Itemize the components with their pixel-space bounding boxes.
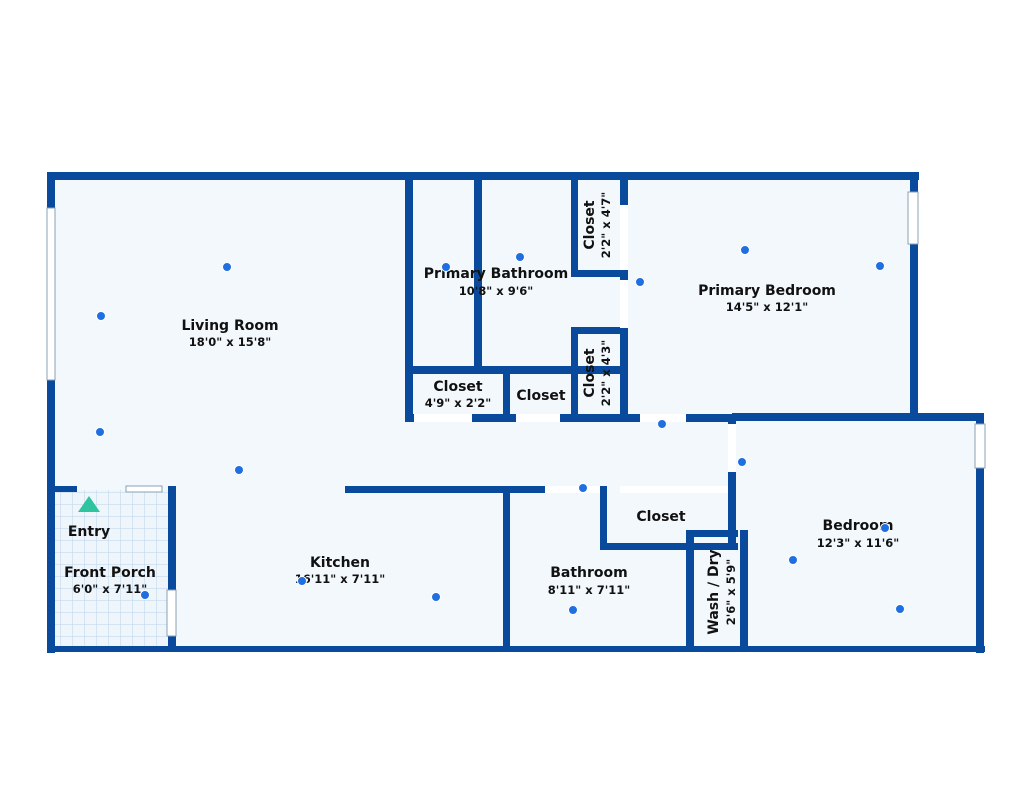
openings [46,191,986,637]
camera-dot[interactable] [234,465,244,475]
porch-tile-floor [52,490,172,650]
room-name: Closet [582,348,598,398]
room-dims: 10'8" x 9'6" [459,284,533,298]
camera-markers[interactable] [95,245,905,615]
room-dims: 18'0" x 15'8" [189,335,271,349]
room-name: Closet [433,379,483,395]
room-name: Entry [68,524,110,540]
camera-dot[interactable] [441,262,451,272]
camera-dot[interactable] [140,590,150,600]
camera-dot[interactable] [568,605,578,615]
camera-dot[interactable] [96,311,106,321]
camera-dot[interactable] [515,252,525,262]
room-name: Closet [636,509,686,525]
room-dims: 14'5" x 12'1" [726,300,808,314]
camera-dot[interactable] [657,419,667,429]
floor-areas [52,178,980,650]
room-name: Bedroom [823,518,894,534]
room-dims: 2'2" x 4'3" [599,340,613,406]
room-dims: 12'3" x 11'6" [817,536,899,550]
room-dims: 6'0" x 7'11" [73,582,147,596]
camera-dot[interactable] [431,592,441,602]
room-name: Primary Bedroom [698,283,836,299]
room-name: Closet [516,388,566,404]
entry-triangle-icon [78,496,100,512]
room-dims: 8'11" x 7'11" [548,583,630,597]
room-name: Primary Bathroom [424,266,568,282]
room-dims: 4'9" x 2'2" [425,396,491,410]
camera-dot[interactable] [95,427,105,437]
camera-dot[interactable] [737,457,747,467]
camera-dot[interactable] [788,555,798,565]
room-dims: 2'6" x 5'9" [724,559,738,625]
room-dims: 16'11" x 7'11" [295,572,385,586]
room-name: Closet [582,200,598,250]
room-name: Bathroom [550,565,628,581]
room-dims: 2'2" x 4'7" [599,192,613,258]
room-labels: Living Room 18'0" x 15'8" Primary Bathro… [64,192,899,635]
room-name: Wash / Dry [706,549,722,634]
camera-dot[interactable] [635,277,645,287]
camera-dot[interactable] [875,261,885,271]
camera-dot[interactable] [895,604,905,614]
camera-dot[interactable] [740,245,750,255]
camera-dot[interactable] [880,523,890,533]
room-name: Kitchen [310,555,370,571]
camera-dot[interactable] [222,262,232,272]
room-name: Living Room [181,318,278,334]
camera-dot[interactable] [297,576,307,586]
camera-dot[interactable] [578,483,588,493]
room-name: Front Porch [64,565,156,581]
